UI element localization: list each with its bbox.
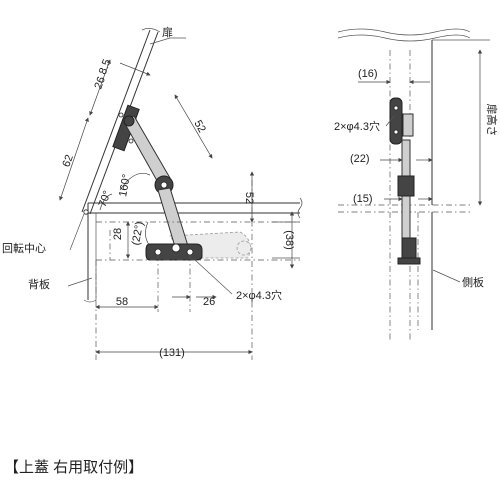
dim-8-5-line	[119, 62, 151, 76]
dim-70deg: 70°	[97, 189, 114, 209]
upper-pivot	[123, 115, 135, 127]
dim-28: 28	[112, 228, 124, 240]
side-board-leader	[432, 269, 461, 283]
lower-arm	[157, 187, 189, 251]
door-leader	[149, 37, 186, 45]
hole-spec-right: 2×φ4.3穴	[334, 119, 380, 133]
pivot-center-leader	[69, 213, 85, 251]
rv-bracket-hole-2	[393, 129, 399, 135]
base-hole-1	[154, 248, 162, 256]
door-top-edge	[337, 28, 471, 36]
ghost-hinge	[236, 240, 252, 256]
rv-bracket-hole-1	[393, 105, 399, 111]
rv-base	[401, 237, 417, 259]
dim-52-mid: 52	[243, 192, 255, 204]
dim-62-line	[59, 117, 89, 201]
dim-38: (38)	[283, 230, 295, 250]
hole-spec-bottom: 2×φ4.3穴	[236, 288, 282, 302]
dim-26-bottom: 26	[203, 296, 215, 308]
base-hole-2	[186, 248, 194, 256]
rv-base-foot	[397, 257, 421, 265]
angle-160-arc	[119, 172, 151, 191]
dim-26-top-line	[89, 59, 111, 116]
break-mark	[297, 197, 303, 219]
base-pivot	[171, 243, 181, 253]
door-bracket-hole-2	[128, 138, 134, 144]
rv-door-bracket	[389, 97, 403, 145]
door-break	[141, 28, 161, 33]
door-bracket-hole-1	[118, 112, 124, 118]
angle-70-arc	[99, 193, 113, 211]
right-view: (16) 2×φ4.3穴 (22) (15) 扉高さ 側板	[334, 28, 499, 340]
door-label: 扉	[162, 26, 173, 39]
dim-16: (16)	[358, 68, 378, 80]
dim-131: (131)	[159, 347, 185, 359]
back-board-break	[83, 299, 97, 303]
dim-22: (22)	[350, 153, 370, 165]
side-board-label: 側板	[462, 275, 484, 289]
elbow-joint-center	[160, 181, 168, 189]
rv-elbow	[397, 175, 415, 197]
door-panel	[81, 29, 151, 213]
figure-caption: 【上蓋 右用取付例】	[4, 459, 144, 476]
dim-52-top-line	[174, 94, 213, 159]
dim-22deg: (22°)	[130, 221, 146, 247]
angle-22-arc	[145, 221, 151, 247]
back-board-label: 背板	[28, 277, 50, 291]
door-height-label: 扉高さ	[485, 104, 499, 137]
door-top-edge-2	[337, 34, 471, 42]
rv-pivot-block	[402, 113, 414, 137]
back-board-leader	[67, 277, 93, 287]
cabinet-top-line	[88, 202, 300, 214]
installation-drawing: 8.5 26 62 52 160° 70° 52 28 (22°) (38) 5…	[2, 26, 499, 360]
hole-spec-right-leader	[385, 115, 395, 127]
dim-62: 62	[60, 153, 75, 169]
dim-15: (15)	[353, 193, 373, 205]
dim-160deg: 160°	[117, 173, 133, 198]
dim-52-top: 52	[191, 118, 208, 135]
pivot-center-label: 回転中心	[2, 242, 46, 255]
hole-spec-bottom-leader	[194, 259, 233, 295]
pivot-center-mark	[83, 209, 89, 215]
dim-58: 58	[116, 296, 128, 308]
dim-26-top: 26	[92, 75, 107, 91]
left-view: 8.5 26 62 52 160° 70° 52 28 (22°) (38) 5…	[2, 26, 303, 360]
